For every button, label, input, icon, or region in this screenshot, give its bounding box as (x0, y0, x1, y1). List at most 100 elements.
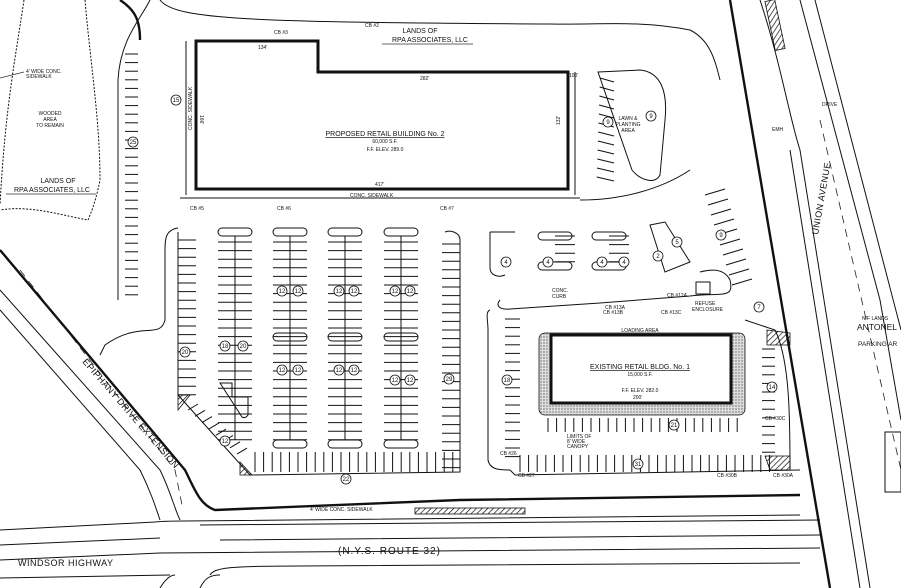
parking-count: 12 (407, 289, 414, 295)
parking-stall-line (187, 403, 199, 411)
parking-count-circle (443, 373, 455, 385)
parking-count-circle (170, 94, 182, 106)
road-centerline (19, 269, 184, 511)
conc-curb-label: CURB (552, 294, 567, 300)
route-32-label: (N.Y.S. ROUTE 32) (338, 546, 441, 557)
parking-stall-line (597, 149, 615, 155)
parking-count-circle (652, 250, 664, 262)
cb-label: CB #5 (190, 206, 204, 212)
parking-stall-line (719, 238, 741, 246)
building-2-area: 60,000 S.F. (372, 139, 397, 145)
property-line (728, 0, 832, 588)
dim-left: 166' (198, 115, 204, 124)
parking-stall-line (236, 447, 248, 455)
parking-stall-line (201, 416, 213, 424)
parking-stall-line (713, 218, 735, 226)
parking-stall-line (710, 208, 732, 216)
road-edge (199, 519, 821, 526)
property-line (119, 0, 142, 41)
conc-curb-label: CONC. (552, 288, 568, 294)
parking-count: 4 (600, 260, 604, 266)
parking-stall-line (215, 428, 227, 436)
parking-count: 4 (622, 260, 626, 266)
hatched-island (239, 460, 253, 476)
parking-count-circle (389, 285, 401, 297)
parking-count-circle (404, 285, 416, 297)
parking-count-circle (237, 340, 249, 352)
parking-count: 5 (675, 240, 679, 246)
parking-count: 20 (240, 344, 247, 350)
drive-curb (579, 169, 691, 201)
dim-bottom: 417' (375, 182, 384, 188)
dim-right: 132' (556, 116, 562, 125)
parking-count: 12 (336, 368, 343, 374)
parking-count: 2 (656, 254, 660, 260)
hatched-island (177, 394, 191, 412)
cb-label: CB #30C (765, 416, 786, 422)
parking-count-circle (389, 374, 401, 386)
parking-count: 29 (446, 377, 453, 383)
parking-stall-line (208, 422, 220, 430)
parking-count: 12 (392, 289, 399, 295)
parking-count-circle (276, 285, 288, 297)
hatched-island (764, 455, 791, 471)
parking-count: 12 (351, 368, 358, 374)
parking-count-circle (404, 374, 416, 386)
parking-stall-line (599, 77, 615, 83)
cb-label: CB #13A (605, 305, 626, 311)
cb-label: CB #13C (661, 310, 682, 316)
parking-count-circle (333, 285, 345, 297)
parking-count-circle (219, 340, 231, 352)
property-line (0, 249, 801, 512)
road-edge (759, 0, 871, 588)
road-edge (0, 547, 821, 561)
road-centerline (819, 119, 901, 471)
parking-count: 12 (295, 368, 302, 374)
parking-count: 20 (182, 350, 189, 356)
parking-stall-line (598, 104, 615, 110)
parking-count-circle (753, 301, 765, 313)
wooded-area-label: AREA (43, 117, 57, 123)
parking-count-circle (501, 374, 513, 386)
lands-rpa-left-label: RPA ASSOCIATES, LLC (14, 187, 90, 194)
building-2-name: PROPOSED RETAIL BUILDING No. 2 (325, 131, 444, 138)
parking-count: 21 (671, 423, 678, 429)
loading-area-label: LOADING AREA (621, 328, 659, 334)
lawn-label: AREA (621, 128, 635, 134)
adjacent-building (884, 431, 901, 493)
building-1-dim: 200' (633, 395, 642, 401)
existing-retail-building-1 (549, 333, 733, 405)
parking-count: 12 (351, 289, 358, 295)
parking-count: 7 (757, 305, 761, 311)
canopy-label: 8' WIDE (567, 439, 586, 445)
wooded-area-boundary (0, 0, 101, 221)
drive-label: DRIVE (822, 102, 838, 108)
parking-count-circle (340, 473, 352, 485)
dim-top-left: 134' (258, 45, 267, 51)
building-1-elevation: F.F. ELEV. 282.0 (622, 388, 659, 394)
parking-stall-line (597, 140, 615, 146)
cb-label: CB #30A (773, 473, 794, 479)
cb-label: CB #27 (518, 473, 535, 479)
parking-stall-line (599, 95, 615, 101)
parking-count: 12 (279, 289, 286, 295)
sidewalk-label: SIDEWALK (26, 74, 52, 80)
parking-stall-line (728, 268, 750, 276)
parking-area-label: PARKING AR (858, 341, 898, 348)
parking-count: 12 (222, 439, 229, 445)
parking-count-circle (668, 419, 680, 431)
cb-label: CB #30B (717, 473, 738, 479)
cb-label: CB #13B (603, 310, 624, 316)
parking-count-circle (715, 229, 727, 241)
sidewalk-label: 4' WIDE CONC. (26, 69, 62, 75)
parking-stall-line (725, 258, 747, 266)
nf-lands-label: N/F LANDS (862, 316, 889, 322)
parking-count: 15 (173, 98, 180, 104)
parking-count-circle (333, 364, 345, 376)
lands-rpa-left-label: LANDS OF (40, 178, 75, 185)
leader-line (0, 71, 25, 79)
canopy-label: CANOPY (567, 444, 589, 450)
parking-count-circle (179, 346, 191, 358)
